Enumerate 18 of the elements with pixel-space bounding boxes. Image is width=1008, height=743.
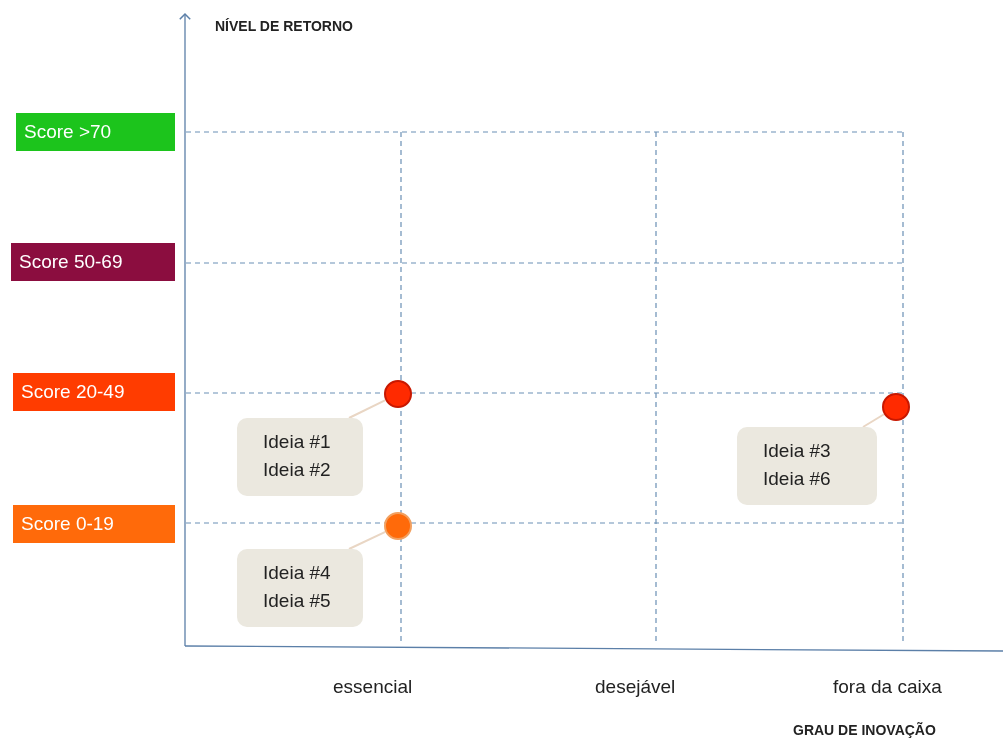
score-tag: Score 50-69 xyxy=(11,243,175,281)
axis-tick-label: essencial xyxy=(333,676,413,698)
leader-line xyxy=(348,399,387,419)
leader-line xyxy=(348,530,387,550)
axis-tick-label: fora da caixa xyxy=(833,676,942,698)
idea-callout: Ideia #3 Ideia #6 xyxy=(737,427,877,505)
score-tag: Score 0-19 xyxy=(13,505,175,543)
idea-callout: Ideia #4 Ideia #5 xyxy=(237,549,363,627)
marker-dot xyxy=(384,380,412,408)
idea-callout: Ideia #1 Ideia #2 xyxy=(237,418,363,496)
marker-dot xyxy=(882,393,910,421)
axis-title: NÍVEL DE RETORNO xyxy=(215,18,353,34)
axis-tick-label: desejável xyxy=(595,676,676,698)
axis-title: GRAU DE INOVAÇÃO xyxy=(793,722,936,738)
leader-line xyxy=(862,413,886,428)
score-tag: Score 20-49 xyxy=(13,373,175,411)
score-tag: Score >70 xyxy=(16,113,175,151)
marker-dot xyxy=(384,512,412,540)
